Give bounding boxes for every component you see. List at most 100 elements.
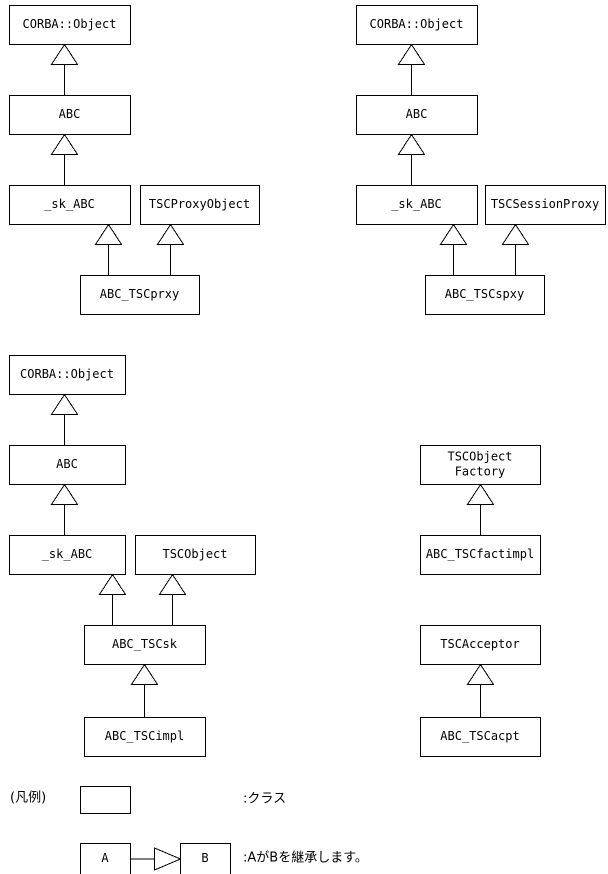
class-box-frame <box>420 445 541 485</box>
inheritance-arrowhead-triangle <box>50 43 79 65</box>
inheritance-link <box>439 223 468 275</box>
class-box-frame <box>140 185 260 225</box>
inheritance-link <box>156 223 185 275</box>
class-box-frame <box>425 275 545 315</box>
inheritance-arrowhead-triangle <box>397 43 426 65</box>
inheritance-arrowhead-triangle <box>50 483 79 505</box>
class-box-label: TSCObject <box>162 547 227 561</box>
class-box[interactable]: ABC_TSCspxy <box>425 275 545 315</box>
class-box[interactable]: ABC_TSCimpl <box>84 717 206 757</box>
legend-class-sample-box <box>80 786 131 814</box>
class-box-frame <box>420 717 541 757</box>
inheritance-link <box>397 133 426 185</box>
inheritance-arrowhead-triangle <box>98 573 127 595</box>
class-box[interactable]: CORBA::Object <box>9 5 131 45</box>
legend-title: (凡例) <box>10 791 46 806</box>
inheritance-arrowhead-triangle <box>50 393 79 415</box>
inheritance-link <box>98 573 127 625</box>
inheritance-link <box>50 483 79 535</box>
class-box[interactable]: TSCAcceptor <box>420 625 541 665</box>
legend-box-a-label: A <box>101 851 109 865</box>
legend-box-a <box>80 843 131 874</box>
inheritance-arrowhead-triangle <box>466 663 495 685</box>
inheritance-arrowhead-triangle <box>156 223 185 245</box>
inheritance-arrowhead-triangle <box>50 133 79 155</box>
class-box-label: TSCAcceptor <box>440 637 519 651</box>
class-box[interactable]: ABC <box>9 445 126 485</box>
legend-description: :クラス <box>243 792 286 807</box>
inheritance-arrowhead-triangle <box>466 483 495 505</box>
class-box[interactable]: ABC_TSCfactimpl <box>420 535 541 575</box>
class-box[interactable]: ABC_TSCsk <box>84 625 206 665</box>
class-box[interactable]: _sk_ABC <box>9 185 131 225</box>
class-box[interactable]: _sk_ABC <box>356 185 478 225</box>
class-box-label: _sk_ABC <box>44 197 95 211</box>
class-box-frame <box>9 445 126 485</box>
class-box-label: ABC <box>59 107 81 121</box>
inheritance-link <box>397 43 426 95</box>
class-box-frame <box>9 95 131 135</box>
class-box-label: ABC_TSCsk <box>112 637 178 651</box>
class-box-frame <box>420 625 541 665</box>
class-box-frame <box>356 5 478 45</box>
class-box-frame <box>9 355 126 395</box>
class-box-label: CORBA::Object <box>370 17 464 31</box>
class-box-frame <box>135 535 256 575</box>
class-box-frame <box>9 535 126 575</box>
inheritance-arrowhead-triangle <box>158 573 187 595</box>
class-box-label: ABC_TSCimpl <box>105 729 184 743</box>
class-box[interactable]: CORBA::Object <box>9 355 126 395</box>
class-box-label: TSCProxyObject <box>149 197 250 211</box>
class-box[interactable]: TSCProxyObject <box>140 185 260 225</box>
class-box-frame <box>356 185 478 225</box>
legend-inheritance-arrowhead-triangle <box>154 847 182 871</box>
class-box-frame <box>9 185 131 225</box>
legend-box-b <box>180 843 231 874</box>
class-box[interactable]: _sk_ABC <box>9 535 126 575</box>
inheritance-link <box>94 223 123 275</box>
inheritance-arrowhead-triangle <box>501 223 530 245</box>
class-box[interactable]: ABC <box>9 95 131 135</box>
class-box-label: _sk_ABC <box>391 197 442 211</box>
class-box-label: _sk_ABC <box>42 547 93 561</box>
inheritance-link <box>50 133 79 185</box>
class-box-label: ABC <box>56 457 78 471</box>
legend-row-legend-class: :クラス <box>80 786 286 814</box>
inheritance-link <box>501 223 530 275</box>
class-box-label: ABC_TSCfactimpl <box>426 547 534 561</box>
inheritance-link <box>466 483 495 535</box>
class-box-label: CORBA::Object <box>20 367 114 381</box>
inheritance-arrowhead-triangle <box>94 223 123 245</box>
class-box-frame <box>485 185 606 225</box>
class-box-frame <box>9 5 131 45</box>
class-box-label: CORBA::Object <box>23 17 117 31</box>
class-box-label: ABC_TSCspxy <box>445 287 524 301</box>
class-box[interactable]: TSCObject <box>135 535 256 575</box>
class-box[interactable]: ABC_TSCprxy <box>80 275 200 315</box>
inheritance-arrowhead-triangle <box>397 133 426 155</box>
class-box-label: TSCObject <box>447 450 512 464</box>
class-box[interactable]: ABC_TSCacpt <box>420 717 541 757</box>
inheritance-arrowhead-triangle <box>130 663 159 685</box>
class-box-label: ABC_TSCprxy <box>100 287 179 301</box>
class-box-label: Factory <box>455 465 506 479</box>
class-box[interactable]: TSCSessionProxy <box>485 185 606 225</box>
inheritance-link <box>158 573 187 625</box>
class-box-frame <box>80 275 200 315</box>
class-box[interactable]: ABC <box>356 95 478 135</box>
inheritance-link <box>466 663 495 717</box>
inheritance-arrowhead-triangle <box>439 223 468 245</box>
inheritance-link <box>50 43 79 95</box>
class-box[interactable]: CORBA::Object <box>356 5 478 45</box>
class-box-frame <box>84 625 206 665</box>
class-box-frame <box>84 717 206 757</box>
